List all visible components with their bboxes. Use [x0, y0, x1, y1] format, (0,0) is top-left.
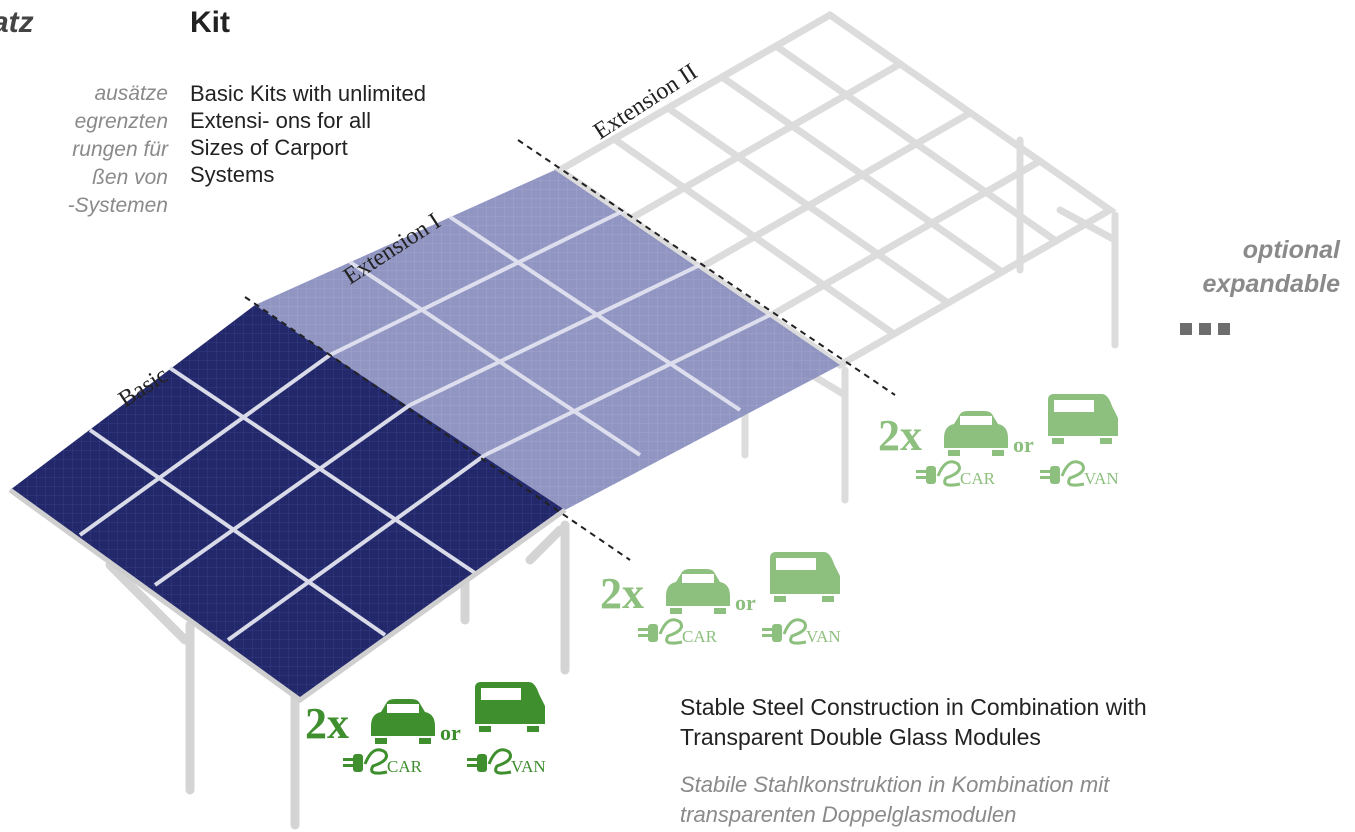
badge-or: or: [735, 590, 756, 615]
badge-van-label: VAN: [511, 757, 546, 776]
kit-heading: Kit: [190, 6, 230, 39]
optional-line: optional: [1242, 236, 1340, 264]
car-charging-icon: CAR: [916, 460, 996, 488]
car-icon: [666, 569, 730, 614]
badge-or: or: [440, 720, 461, 745]
optional-expandable: optional expandable: [1160, 233, 1340, 301]
ellipsis-squares: [1180, 322, 1237, 340]
german-line: rungen für: [72, 138, 168, 161]
van-icon: [475, 682, 545, 732]
german-caption-line: transparenten Doppelglasmodulen: [680, 802, 1017, 827]
german-line: -Systemen: [67, 194, 168, 217]
german-heading: atz: [0, 6, 34, 39]
van-charging-icon: VAN: [467, 748, 546, 776]
car-charging-icon: CAR: [343, 748, 423, 776]
badge-count: 2x: [600, 569, 644, 618]
english-caption-line: Stable Steel Construction in Combination…: [680, 694, 1147, 720]
badge-van-label: VAN: [806, 627, 841, 646]
german-line: egrenzten: [74, 110, 168, 133]
badge-van-label: VAN: [1084, 469, 1119, 488]
expandable-line: expandable: [1202, 270, 1340, 298]
car-charging-icon: CAR: [638, 618, 718, 646]
van-charging-icon: VAN: [1040, 460, 1119, 488]
german-caption-line: Stabile Stahlkonstruktion in Kombination…: [680, 772, 1110, 797]
van-charging-icon: VAN: [762, 618, 841, 646]
van-icon: [770, 552, 840, 602]
section-dividers: [244, 139, 896, 561]
badge-car-label: CAR: [682, 627, 718, 646]
badge-car-label: CAR: [960, 469, 996, 488]
badge-count: 2x: [305, 699, 349, 748]
van-icon: [1048, 394, 1118, 444]
english-caption-line: Transparent Double Glass Modules: [680, 724, 1041, 750]
badge-count: 2x: [878, 411, 922, 460]
german-line: ßen von: [92, 166, 168, 189]
basic-panels: [10, 305, 565, 700]
english-caption: Stable Steel Construction in Combination…: [680, 692, 1340, 752]
german-line: ausätze: [94, 82, 168, 105]
car-icon: [371, 699, 435, 744]
badge-car-label: CAR: [387, 757, 423, 776]
german-caption: Stabile Stahlkonstruktion in Kombination…: [680, 770, 1340, 830]
kit-description: Basic Kits with unlimited Extensi- ons f…: [190, 81, 426, 187]
badge-or: or: [1013, 432, 1034, 457]
german-description: ausätze egrenzten rungen für ßen von -Sy…: [0, 80, 168, 220]
car-icon: [944, 411, 1008, 456]
